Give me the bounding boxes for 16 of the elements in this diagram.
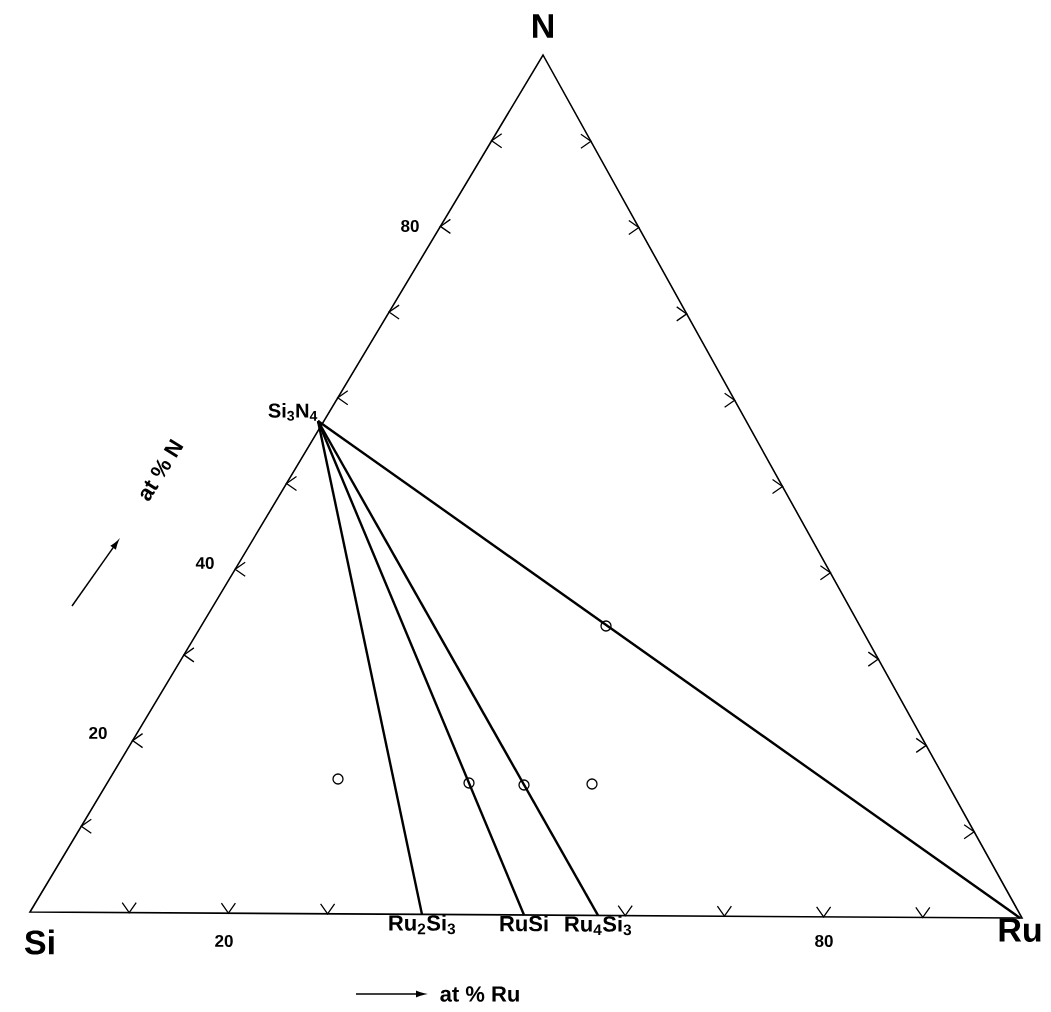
axis-label: at % N [140,438,184,501]
vertex-label: Si [24,929,54,955]
tick-label: 20 [215,935,233,947]
vertex-label: Ru$_{2}$Si$_{3}$ [389,914,456,935]
tick-label: 80 [815,935,833,947]
vertex-label: Ru [999,918,1041,942]
tie-line [316,420,600,916]
tick-label: 80 [401,219,419,232]
tick-label: 40 [195,556,214,569]
vertex-label: N [533,14,553,38]
tie-line [316,420,424,915]
vertex-label: RuSi [500,915,548,932]
vertex-label: Ru$_{4}$Si$_{3}$ [565,915,632,936]
tick-label: 20 [89,727,107,739]
axis-label: at % Ru [440,986,519,1002]
vertex-label: Si$_{3}$N$_{4}$ [268,403,318,421]
